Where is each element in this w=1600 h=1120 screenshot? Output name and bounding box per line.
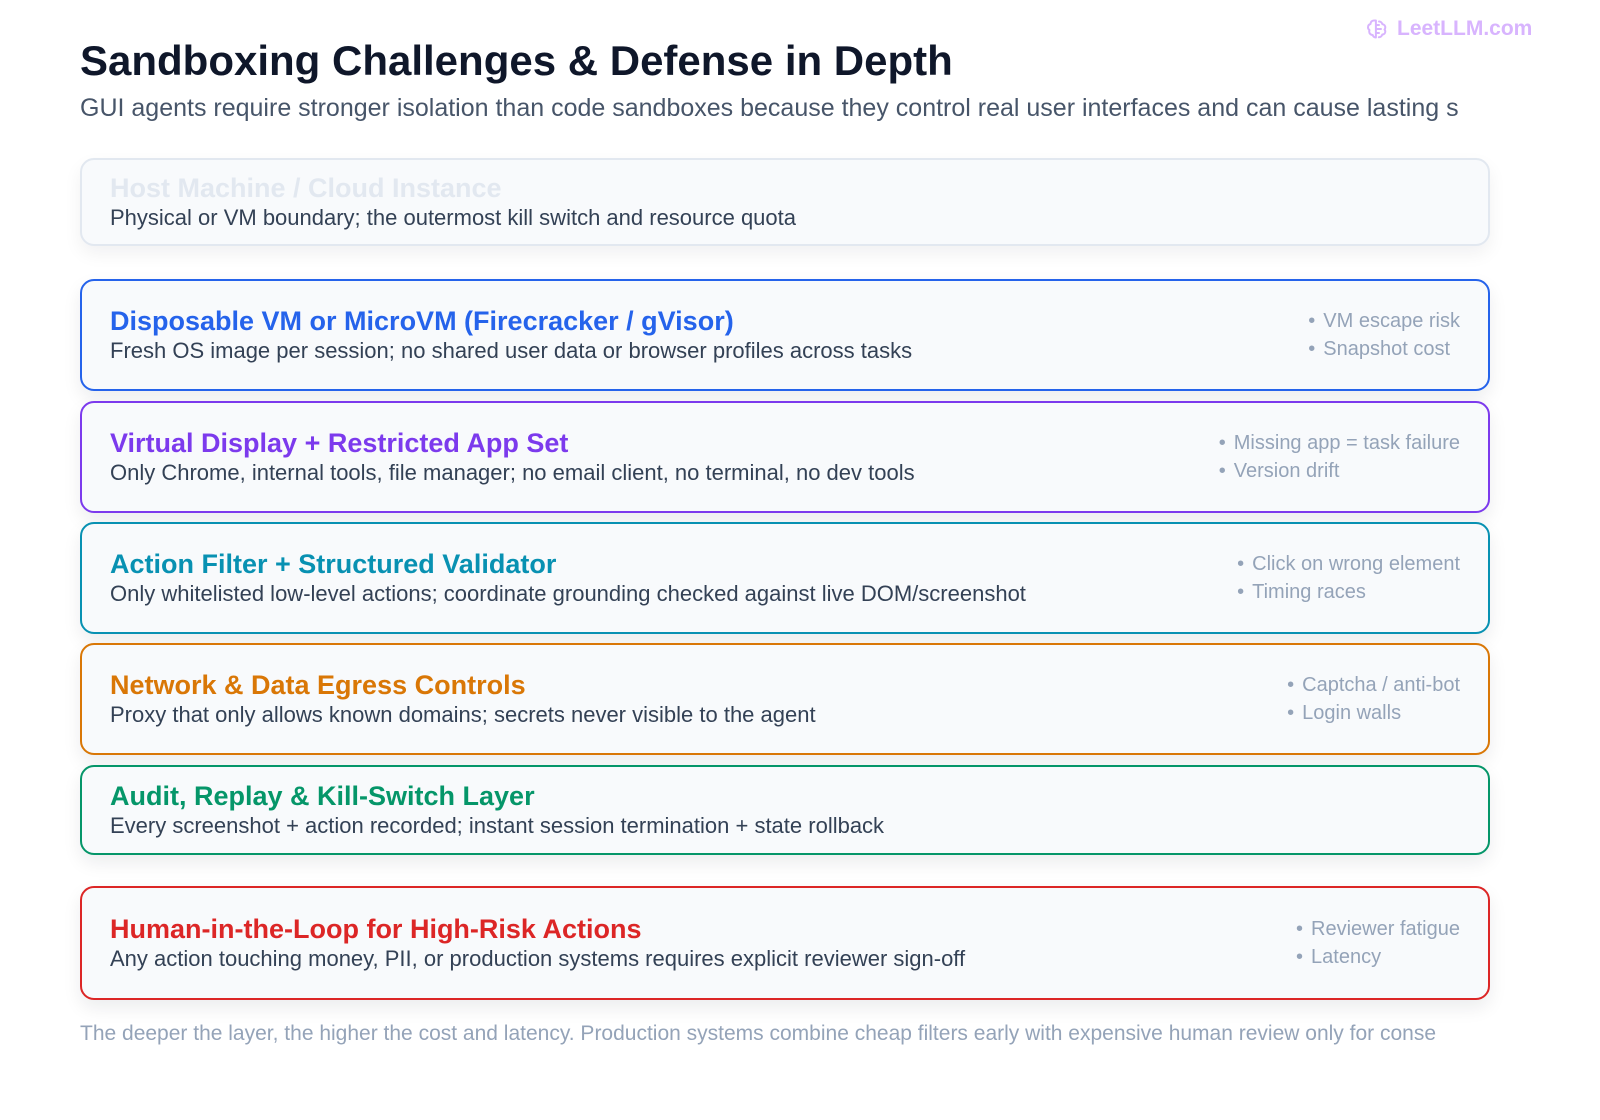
- layer-description: Only Chrome, internal tools, file manage…: [110, 460, 915, 485]
- layer-content: Human-in-the-Loop for High-Risk Actions …: [110, 912, 1210, 974]
- layer-description: Every screenshot + action recorded; inst…: [110, 813, 885, 838]
- risk-item: Snapshot cost: [1308, 335, 1460, 363]
- layer-title: Audit, Replay & Kill-Switch Layer: [110, 781, 535, 811]
- layer-virtual-display: Virtual Display + Restricted App Set Onl…: [80, 401, 1490, 513]
- risk-item: Latency: [1296, 943, 1460, 971]
- layer-description: Fresh OS image per session; no shared us…: [110, 338, 913, 363]
- layer-title: Human-in-the-Loop for High-Risk Actions: [110, 914, 642, 944]
- risk-item: Timing races: [1237, 578, 1460, 606]
- layer-network-egress: Network & Data Egress Controls Proxy tha…: [80, 643, 1490, 755]
- layer-content: Virtual Display + Restricted App Set Onl…: [110, 426, 1210, 488]
- layer-title: Disposable VM or MicroVM (Firecracker / …: [110, 306, 734, 336]
- layer-description: Only whitelisted low-level actions; coor…: [110, 581, 1026, 606]
- risk-item: VM escape risk: [1308, 307, 1460, 335]
- layer-title: Host Machine / Cloud Instance: [110, 173, 502, 203]
- risk-item: Captcha / anti-bot: [1287, 671, 1460, 699]
- risk-item: Click on wrong element: [1237, 550, 1460, 578]
- brand-logo[interactable]: LeetLLM.com: [1365, 17, 1532, 41]
- page-title: Sandboxing Challenges & Defense in Depth: [80, 37, 953, 84]
- layer-title: Network & Data Egress Controls: [110, 670, 526, 700]
- brand-text[interactable]: LeetLLM.com: [1397, 17, 1533, 40]
- layer-host-machine: Host Machine / Cloud Instance Physical o…: [80, 158, 1490, 246]
- risk-item: Missing app = task failure: [1219, 429, 1460, 457]
- layer-human-loop: Human-in-the-Loop for High-Risk Actions …: [80, 886, 1490, 1000]
- layer-audit-replay: Audit, Replay & Kill-Switch Layer Every …: [80, 765, 1490, 855]
- page-subtitle: GUI agents require stronger isolation th…: [80, 94, 1459, 122]
- risk-list: VM escape risk Snapshot cost: [1308, 307, 1460, 363]
- layer-action-filter: Action Filter + Structured Validator Onl…: [80, 522, 1490, 634]
- risk-list: Click on wrong element Timing races: [1237, 550, 1460, 606]
- risk-item: Login walls: [1287, 699, 1460, 727]
- layer-description: Any action touching money, PII, or produ…: [110, 946, 966, 971]
- risk-item: Version drift: [1219, 457, 1460, 485]
- layer-content: Network & Data Egress Controls Proxy tha…: [110, 668, 1210, 730]
- layer-description: Physical or VM boundary; the outermost k…: [110, 205, 796, 230]
- layer-content: Action Filter + Structured Validator Onl…: [110, 547, 1210, 609]
- risk-item: Reviewer fatigue: [1296, 915, 1460, 943]
- layer-content: Disposable VM or MicroVM (Firecracker / …: [110, 304, 1210, 366]
- layer-title: Action Filter + Structured Validator: [110, 549, 557, 579]
- layer-content: Host Machine / Cloud Instance Physical o…: [110, 171, 1210, 233]
- layer-title: Virtual Display + Restricted App Set: [110, 428, 569, 458]
- brain-icon: [1365, 17, 1389, 41]
- layer-disposable-vm: Disposable VM or MicroVM (Firecracker / …: [80, 279, 1490, 391]
- risk-list: Captcha / anti-bot Login walls: [1287, 671, 1460, 727]
- layer-content: Audit, Replay & Kill-Switch Layer Every …: [110, 779, 1210, 841]
- risk-list: Reviewer fatigue Latency: [1296, 915, 1460, 971]
- footer-note: The deeper the layer, the higher the cos…: [80, 1022, 1436, 1045]
- layer-description: Proxy that only allows known domains; se…: [110, 702, 816, 727]
- risk-list: Missing app = task failure Version drift: [1219, 429, 1460, 485]
